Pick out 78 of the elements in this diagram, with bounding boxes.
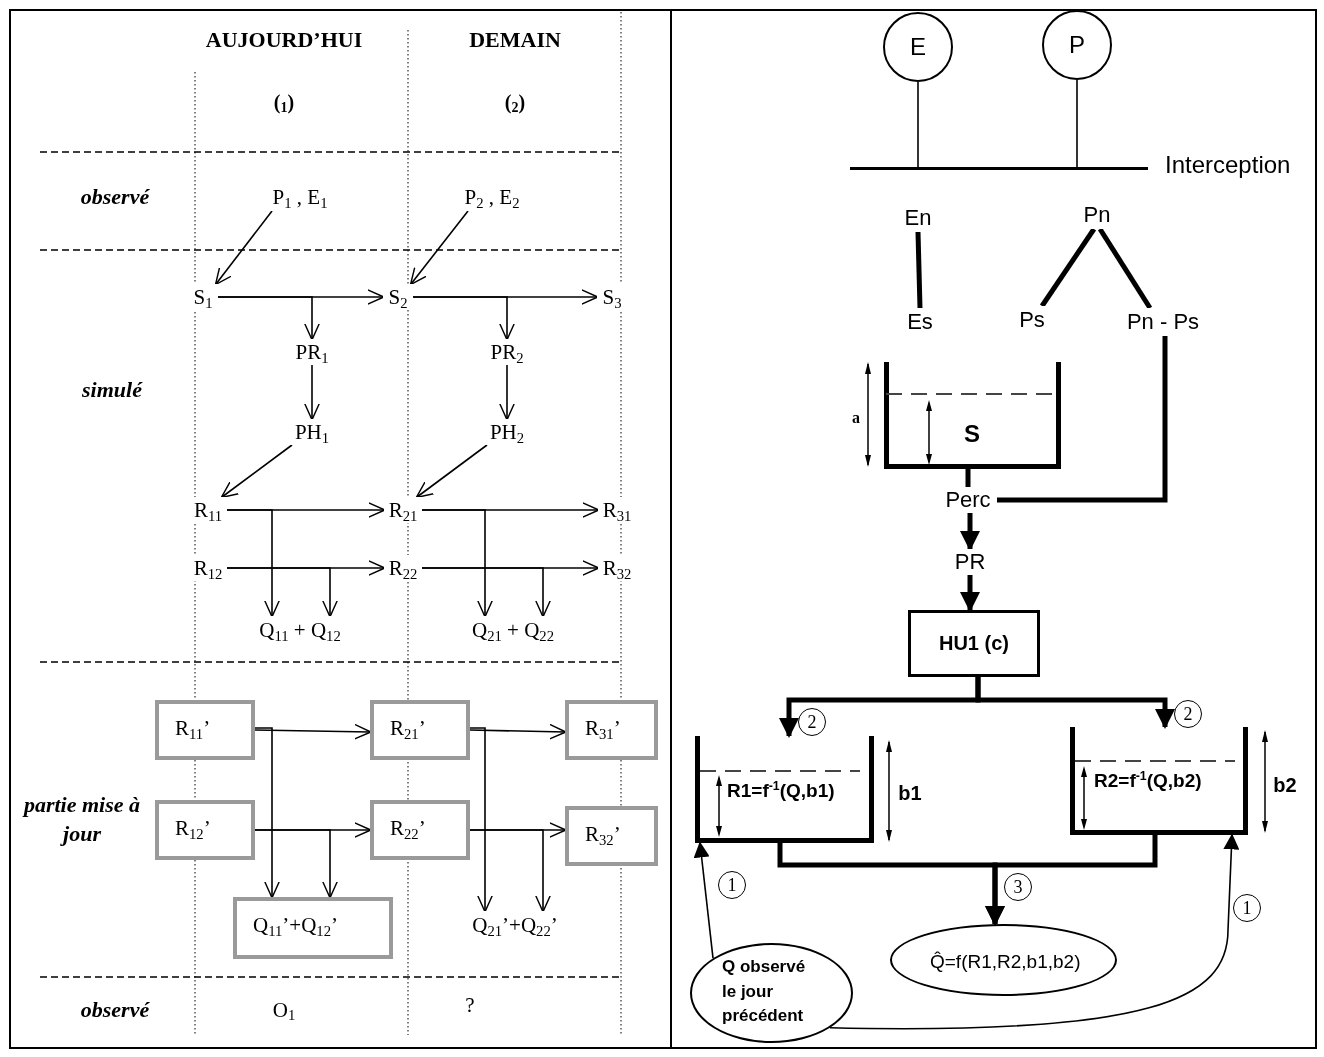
arrow	[960, 575, 980, 612]
reservoir-tank	[695, 736, 874, 843]
process-box	[908, 610, 1040, 677]
arrow	[469, 727, 493, 913]
state-box	[155, 700, 255, 760]
arrow	[469, 723, 567, 740]
formula-label: S	[964, 420, 980, 448]
connector-line	[1076, 79, 1078, 168]
arrow	[693, 841, 714, 959]
arrow	[304, 364, 320, 421]
arrow	[415, 444, 488, 499]
variable-label: Q̂=f(R1,R2,b1,b2)	[930, 950, 1082, 974]
reservoir-tank	[1070, 727, 1248, 835]
connector-line	[1039, 227, 1097, 308]
edge-label: 3	[1004, 873, 1032, 901]
variable-label: R$_{31}$’	[585, 716, 621, 741]
variable-label: Q observé le jour précédent	[722, 956, 807, 1028]
edge-label: 2	[798, 708, 826, 736]
arrow	[421, 509, 493, 618]
edge-label: 2	[1174, 700, 1202, 728]
state-box	[370, 700, 470, 760]
column-number: ($_{1}$)	[273, 90, 295, 114]
variable-label: R$_{21}$	[384, 497, 422, 523]
formula-label: R1=f$^{-1}$(Q,b1)	[727, 780, 835, 802]
state-box	[233, 897, 393, 959]
row-heading: simulé	[82, 377, 142, 403]
edge-label: 1	[718, 871, 746, 899]
column-number: ($_{2}$)	[504, 90, 526, 114]
row-heading: observé	[80, 997, 150, 1023]
variable-label: S$_{2}$	[383, 284, 413, 310]
variable-label: O$_{1}$	[272, 997, 296, 1023]
dimension-label: a	[852, 409, 860, 427]
variable-label: R$_{21}$’	[390, 716, 426, 741]
arrow	[975, 677, 1175, 729]
connector-line	[917, 81, 919, 168]
arrow	[409, 210, 469, 286]
interception-label: Interception	[1165, 151, 1291, 179]
arrow	[985, 835, 1158, 927]
arrow	[254, 723, 372, 740]
dimension-label: b2	[1273, 773, 1297, 797]
variable-label: P	[1069, 31, 1085, 59]
arrow	[254, 829, 338, 899]
connector-line	[997, 336, 1168, 503]
arrow	[960, 513, 980, 551]
variable-label: Q$_{11}$’+Q$_{12}$’	[253, 913, 339, 938]
arrow	[469, 829, 551, 913]
variable-label: HU1 (c)	[939, 632, 1009, 655]
connector-line	[965, 469, 971, 487]
row-heading: observé	[80, 184, 150, 210]
edge-label: 1	[1233, 894, 1261, 922]
reservoir-tank	[884, 362, 1061, 469]
unknown-mark: ?	[465, 992, 475, 1018]
formula-label: R2=f$^{-1}$(Q,b2)	[1094, 770, 1202, 792]
arrow	[226, 509, 280, 618]
arrow	[829, 833, 1240, 1030]
row-heading: partie mise à jour	[21, 791, 142, 848]
arrow	[226, 567, 338, 618]
arrow	[421, 567, 551, 618]
variable-label: R$_{22}$’	[390, 816, 426, 841]
variable-label: E	[910, 33, 926, 61]
state-box	[370, 800, 470, 860]
arrow	[499, 364, 515, 421]
connector-line	[1097, 227, 1153, 310]
arrow	[412, 296, 515, 341]
column-heading: DEMAIN	[469, 27, 561, 53]
arrow	[217, 296, 320, 341]
variable-label: R$_{11}$’	[175, 716, 211, 741]
state-box	[155, 800, 255, 860]
state-box	[565, 806, 658, 866]
variable-label: R$_{32}$’	[585, 822, 621, 847]
dimension-label: b1	[898, 781, 922, 805]
column-heading: AUJOURD’HUI	[205, 27, 363, 53]
arrow	[254, 727, 280, 899]
arrow	[214, 210, 273, 286]
arrow	[220, 444, 293, 499]
variable-label: R$_{12}$’	[175, 816, 211, 841]
connector-line	[915, 231, 923, 309]
state-box	[565, 700, 658, 760]
